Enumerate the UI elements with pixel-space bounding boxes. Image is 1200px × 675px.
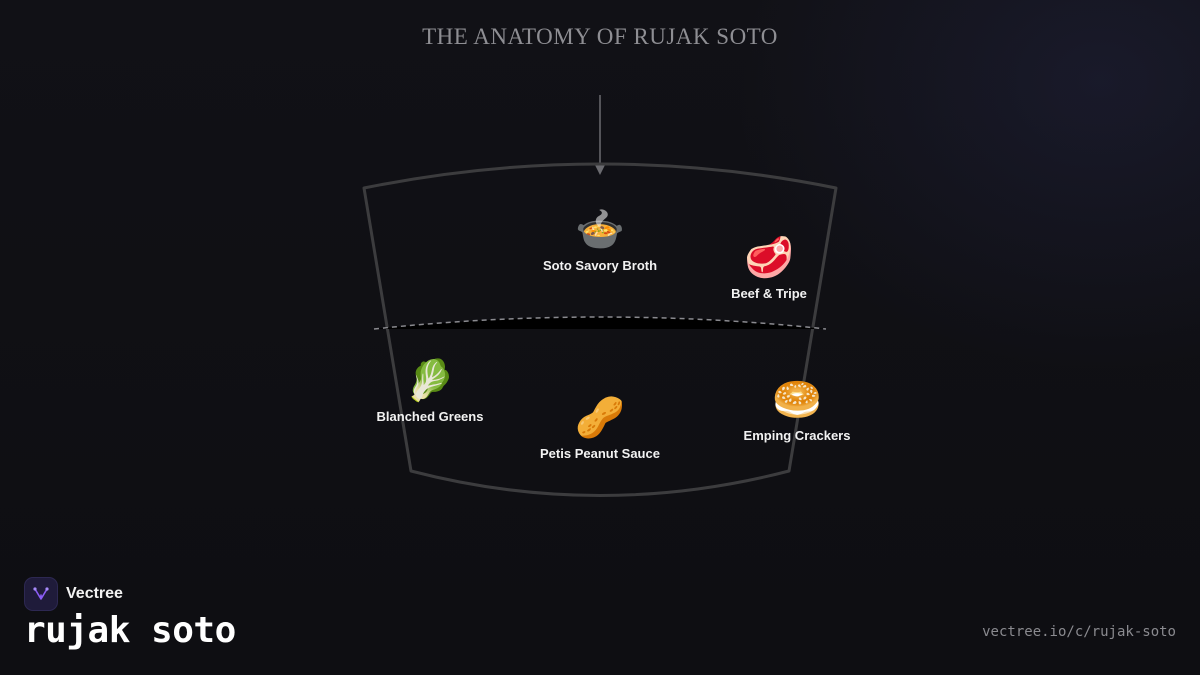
diagram-title: THE ANATOMY OF RUJAK SOTO	[422, 24, 778, 49]
ingredient-label: Blanched Greens	[376, 409, 484, 424]
leafy-green-icon: 🥬	[405, 358, 455, 404]
pointer-arrow-head	[595, 165, 605, 175]
bowl-outline	[362, 162, 838, 497]
layer-divider-dashed	[373, 316, 827, 330]
ingredient-petis-peanut-sauce: 🥜 Petis Peanut Sauce	[510, 394, 690, 461]
brand-name: Vectree	[66, 585, 123, 602]
ingredient-label: Petis Peanut Sauce	[540, 446, 660, 461]
pot-of-food-icon: 🍲	[575, 207, 625, 253]
dish-name: rujak soto	[24, 610, 236, 651]
peanut-icon: 🥜	[575, 395, 625, 441]
vectree-logo-icon	[24, 577, 58, 611]
cut-of-meat-icon: 🥩	[744, 235, 794, 281]
brand: Vectree	[24, 577, 123, 611]
ingredient-label: Beef & Tripe	[731, 286, 807, 301]
ingredient-label: Emping Crackers	[743, 428, 851, 443]
layer-divider	[374, 317, 826, 329]
ingredient-soto-broth: 🍲 Soto Savory Broth	[510, 206, 690, 273]
ingredient-blanched-greens: 🥬 Blanched Greens	[340, 357, 520, 424]
source-url[interactable]: vectree.io/c/rujak-soto	[982, 624, 1176, 640]
ingredient-beef-tripe: 🥩 Beef & Tripe	[679, 234, 859, 301]
ingredient-emping-crackers: 🥯 Emping Crackers	[707, 376, 887, 443]
ingredient-label: Soto Savory Broth	[542, 258, 658, 273]
bagel-icon: 🥯	[772, 377, 822, 423]
